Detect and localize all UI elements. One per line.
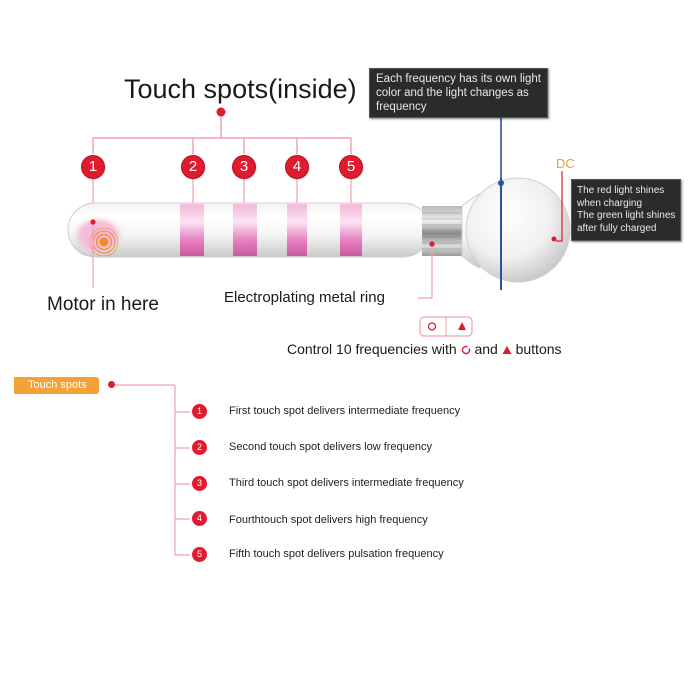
legend-text-4: Fourthtouch spot delivers high frequency (229, 514, 428, 526)
legend-text-1: First touch spot delivers intermediate f… (229, 405, 461, 417)
frequency-callout-line-2: color and the light changes as (376, 87, 529, 99)
control-caption-and: and (474, 341, 498, 357)
up-button-icon (502, 346, 512, 355)
legend-number-4: 4 (192, 511, 207, 526)
motor-glow (72, 216, 124, 256)
legend-text-2: Second touch spot delivers low frequency (229, 441, 433, 453)
legend-number-1: 1 (192, 404, 207, 419)
cycle-button-icon (461, 345, 471, 355)
frequency-callout: Each frequency has its own light color a… (369, 68, 548, 118)
charging-callout-line-3: The green light shines (577, 210, 676, 221)
head-ball (465, 177, 571, 283)
control-caption-number: 10 (336, 341, 352, 357)
touch-spot-number-1: 1 (82, 156, 104, 178)
dc-label: DC (556, 156, 575, 171)
legend-text-3: Third touch spot delivers intermediate f… (229, 477, 464, 489)
motor-label: Motor in here (47, 294, 159, 315)
touch-spots-badge: Touch spots (14, 377, 99, 394)
touch-band-5 (340, 204, 362, 256)
spot-leader-lines (92, 178, 352, 222)
charging-callout: The red light shines when charging The g… (571, 179, 682, 241)
legend-number-5: 5 (192, 547, 207, 562)
ring-leader (418, 244, 433, 299)
touch-spot-number-2: 2 (182, 156, 204, 178)
touch-band-2 (180, 204, 204, 256)
touch-spot-number-5: 5 (340, 156, 362, 178)
legend-text-5: Fifth touch spot delivers pulsation freq… (229, 548, 444, 560)
charging-callout-line-2: when charging (577, 197, 643, 209)
touch-band-3 (233, 204, 257, 256)
touch-spot-number-3: 3 (233, 156, 255, 178)
legend-number-2: 2 (192, 440, 207, 455)
ring-label: Electroplating metal ring (224, 289, 385, 306)
badge-dot (108, 381, 115, 388)
touch-band-4 (287, 204, 307, 256)
legend-number-3: 3 (192, 476, 207, 491)
diagram-title: Touch spots(inside) (124, 74, 357, 104)
control-caption-mid: frequencies with (355, 341, 457, 357)
title-leader-dot (216, 107, 226, 117)
dc-bracket (556, 171, 563, 242)
control-caption-after: buttons (515, 341, 562, 357)
control-caption-before: Control (287, 341, 333, 357)
charging-callout-line-4: after fully charged (577, 222, 657, 234)
touch-spot-number-4: 4 (286, 156, 308, 178)
product-illustration (67, 177, 571, 290)
frequency-callout-line-1: Each frequency has its own light (376, 73, 541, 85)
charging-callout-line-1: The red light shines (577, 185, 665, 196)
title-leader-lines (92, 112, 352, 154)
legend-connector (112, 384, 190, 556)
frequency-callout-line-3: frequency (376, 101, 427, 113)
control-caption: Control 10 frequencies with and buttons (287, 341, 562, 357)
